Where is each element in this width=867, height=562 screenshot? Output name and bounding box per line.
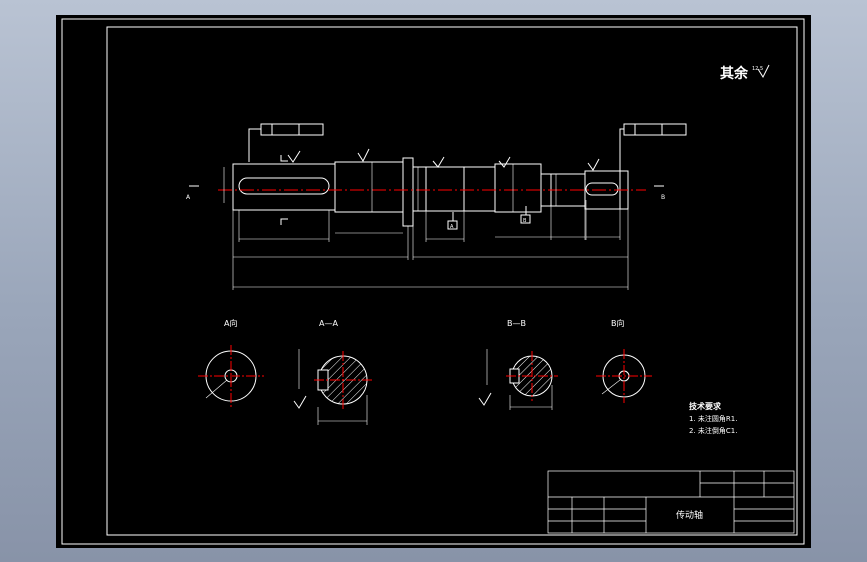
tolerance-frame-right (619, 123, 687, 171)
outer-border (61, 18, 805, 545)
shaft-main-view (232, 157, 629, 227)
tolerance-frame-left (248, 123, 324, 162)
shaft-keyway-right (585, 182, 619, 196)
section-bb-label: B—B (507, 319, 526, 328)
shaft-segment-2 (334, 161, 404, 213)
shaft-keyway-left (238, 177, 330, 195)
shaft-shoulder (402, 157, 414, 227)
shaft-segment-left-end (232, 163, 336, 211)
svg-text:2. 未注倒角C1.: 2. 未注倒角C1. (689, 426, 737, 435)
datum-label-a: A (450, 224, 454, 230)
roughness-symbols (287, 148, 600, 171)
svg-text:1. 未注圆角R1.: 1. 未注圆角R1. (689, 414, 737, 423)
shaft-segment-4 (494, 163, 542, 213)
dimension-lines (223, 162, 629, 290)
roughness-symbol-icon (757, 64, 770, 79)
part-name: 传动轴 (676, 509, 703, 521)
end-view-b (596, 349, 652, 403)
shaft-segment-3 (412, 166, 496, 212)
technical-requirements: 技术要求 1. 未注圆角R1. 2. 未注倒角C1. (689, 401, 737, 435)
datum-label-b: B (523, 218, 527, 224)
cad-viewport[interactable]: 其余 12.5 A B (56, 15, 811, 548)
datum-symbols (447, 206, 531, 230)
section-mark-right: B (661, 194, 665, 201)
section-mark-left: A (186, 194, 191, 201)
shaft-drawing: 其余 12.5 A B (61, 18, 805, 545)
section-aa-view (293, 349, 372, 425)
svg-text:其余: 其余 (720, 65, 749, 82)
view-b-label: B向 (611, 318, 625, 328)
inner-border (106, 26, 798, 536)
title-block (547, 470, 795, 534)
svg-text:技术要求: 技术要求 (689, 401, 722, 411)
section-aa-label: A—A (319, 319, 338, 328)
section-markers (189, 155, 664, 225)
view-a-label: A向 (224, 318, 237, 328)
svg-text:12.5: 12.5 (752, 66, 763, 72)
roughness-note: 其余 12.5 (720, 64, 770, 82)
end-view-a (198, 345, 264, 407)
section-bb-view (478, 349, 558, 410)
